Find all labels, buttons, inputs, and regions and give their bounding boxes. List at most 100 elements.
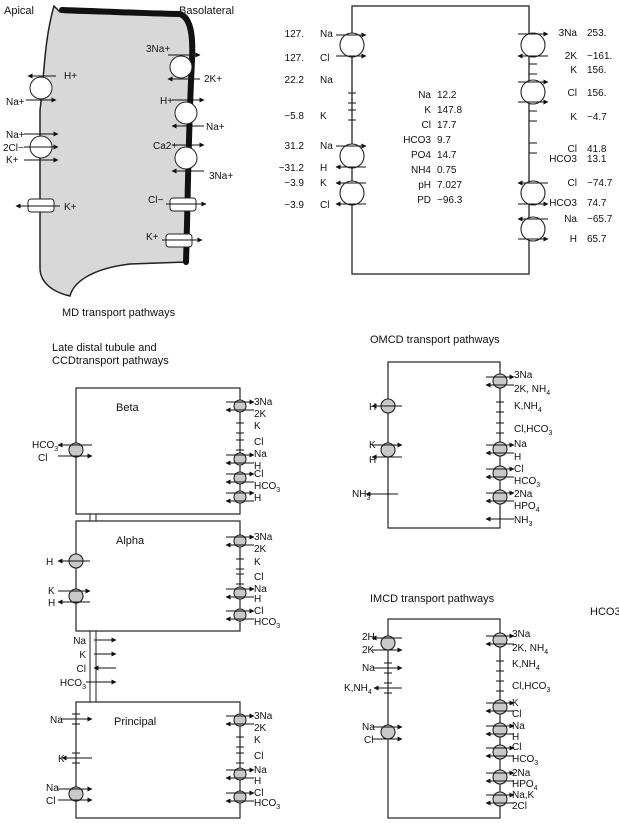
md-model-baso-ion: 2K — [565, 51, 578, 62]
transporter-circle — [492, 744, 508, 760]
imcd-baso-ion: Cl,HCO3 — [512, 681, 550, 694]
transporter-circle — [233, 534, 247, 548]
alpha-apical-k: K — [48, 586, 55, 597]
paracellular-ion: HCO3 — [60, 678, 86, 691]
imcd-baso-ion: K,NH4 — [512, 659, 540, 672]
principal-baso-ion: 3Na — [254, 711, 273, 722]
beta-baso-ion: Na — [254, 449, 267, 460]
md-cell-panel: Apical Basolateral H+ Na+ Na+ 2Cl− K+ K+ — [3, 4, 234, 319]
dt-title-line2: CCDtransport pathways — [52, 355, 169, 367]
md-apical-k-channel: K+ — [64, 202, 77, 213]
md-model-cell-value: 147.8 — [437, 105, 462, 116]
omcd-baso-ion: 3Na — [514, 370, 533, 381]
alpha-baso-ion: H — [254, 594, 261, 605]
imcd-baso-ion: 2K, NH4 — [512, 643, 548, 656]
md-model-apical-value: 127. — [285, 53, 304, 64]
imcd-apical-na2: Na — [362, 722, 375, 733]
transporter-circle — [492, 465, 508, 481]
transporter-circle — [233, 790, 247, 804]
md-model-cell — [351, 5, 530, 275]
md-model-baso-value: −65.7 — [587, 214, 613, 225]
md-baso-k: K+ — [146, 232, 159, 243]
transporter-circle — [339, 180, 365, 206]
md-model-baso-ion: Cl — [568, 88, 577, 99]
transporter-circle — [68, 442, 84, 458]
md-model-apical-ion: Na — [320, 141, 333, 152]
dt-ccd-panel: Late distal tubule and CCDtransport path… — [32, 342, 280, 819]
imcd-baso-ion: 2Na — [512, 768, 531, 779]
alpha-baso-ion: K — [254, 557, 261, 568]
imcd-baso-ion: HCO3 — [512, 754, 538, 767]
md-model-baso-ion: K — [570, 112, 577, 123]
md-model-cell-name: Na — [418, 90, 431, 101]
imcd-apical-2k: 2K — [362, 645, 375, 656]
transporter-circle — [233, 767, 247, 781]
md-model-cell-value: 0.75 — [437, 165, 457, 176]
imcd-apical-na: Na — [362, 663, 375, 674]
md-model-apical-ion: Cl — [320, 200, 329, 211]
principal-baso-ion: HCO3 — [254, 798, 280, 811]
md-baso-cl: Cl− — [148, 195, 163, 206]
principal-apical-na: Na — [50, 715, 63, 726]
transporter-circle — [492, 791, 508, 807]
alpha-baso-ion: HCO3 — [254, 617, 280, 630]
imcd-baso-ion: Cl — [512, 742, 521, 753]
omcd-apical-nh3: NH3 — [352, 489, 370, 502]
md-model-baso-ion: K — [570, 65, 577, 76]
omcd-apical-k: K — [369, 440, 376, 451]
paracellular-ion: Na — [73, 636, 86, 647]
imcd-baso-ion: HPO4 — [512, 779, 538, 792]
md-model-baso-ion: HCO3 — [549, 154, 577, 165]
beta-baso-ion: HCO3 — [254, 481, 280, 494]
beta-baso-ion: H — [254, 461, 261, 472]
md-model-cell-name: PO4 — [411, 150, 431, 161]
beta-cell — [75, 387, 241, 515]
md-model-cell-name: K — [424, 105, 431, 116]
md-model-baso-ion: Cl — [568, 178, 577, 189]
md-model-baso-ion: 3Na — [559, 28, 578, 39]
md-baso-ca: Ca2+ — [153, 141, 177, 152]
transporter-circle — [520, 216, 546, 242]
omcd-baso-ion: Na — [514, 439, 527, 450]
principal-baso-ion: H — [254, 776, 261, 787]
principal-baso-ion: Cl — [254, 788, 263, 799]
md-baso-na: Na+ — [206, 122, 225, 133]
paracellular-ion: Cl — [77, 664, 86, 675]
md-model-baso-value: 74.7 — [587, 198, 607, 209]
principal-apical-na2: Na — [46, 783, 59, 794]
md-basolateral-transporters: 3Na+ 2K+ H+ Na+ Ca2+ 3Na+ Cl− K+ — [146, 44, 233, 248]
transporter-circle — [233, 399, 247, 413]
md-model-baso-value: −4.7 — [587, 112, 607, 123]
principal-title: Principal — [114, 716, 156, 728]
md-model-baso-value: 156. — [587, 88, 606, 99]
principal-baso-ion: 2K — [254, 723, 267, 734]
alpha-cell — [75, 520, 241, 632]
alpha-baso-ion: Cl — [254, 606, 263, 617]
beta-title: Beta — [116, 402, 140, 414]
paracellular-ion: K — [79, 650, 86, 661]
md-model-apical-ion: Cl — [320, 53, 329, 64]
omcd-baso-ion: 2Na — [514, 489, 533, 500]
principal-cell — [75, 701, 241, 819]
md-model-cell-name: HCO3 — [403, 135, 431, 146]
transporter-circle — [233, 713, 247, 727]
md-model-cell-name: NH4 — [411, 165, 431, 176]
md-model-cell-name: Cl — [422, 120, 431, 131]
md-model-apical-value: −31.2 — [279, 163, 305, 174]
omcd-baso-ion: Cl — [514, 464, 523, 475]
md-model-cell-value: 12.2 — [437, 90, 457, 101]
md-model-apical-value: 31.2 — [285, 141, 305, 152]
md-model-baso-value: −161. — [587, 51, 612, 62]
md-model-apical-ion: Na — [320, 75, 333, 86]
md-model-apical-value: 127. — [285, 29, 304, 40]
omcd-baso-ion: NH3 — [514, 515, 532, 528]
imcd-baso-ion: Na — [512, 721, 525, 732]
imcd-baso-ion: H — [512, 732, 519, 743]
